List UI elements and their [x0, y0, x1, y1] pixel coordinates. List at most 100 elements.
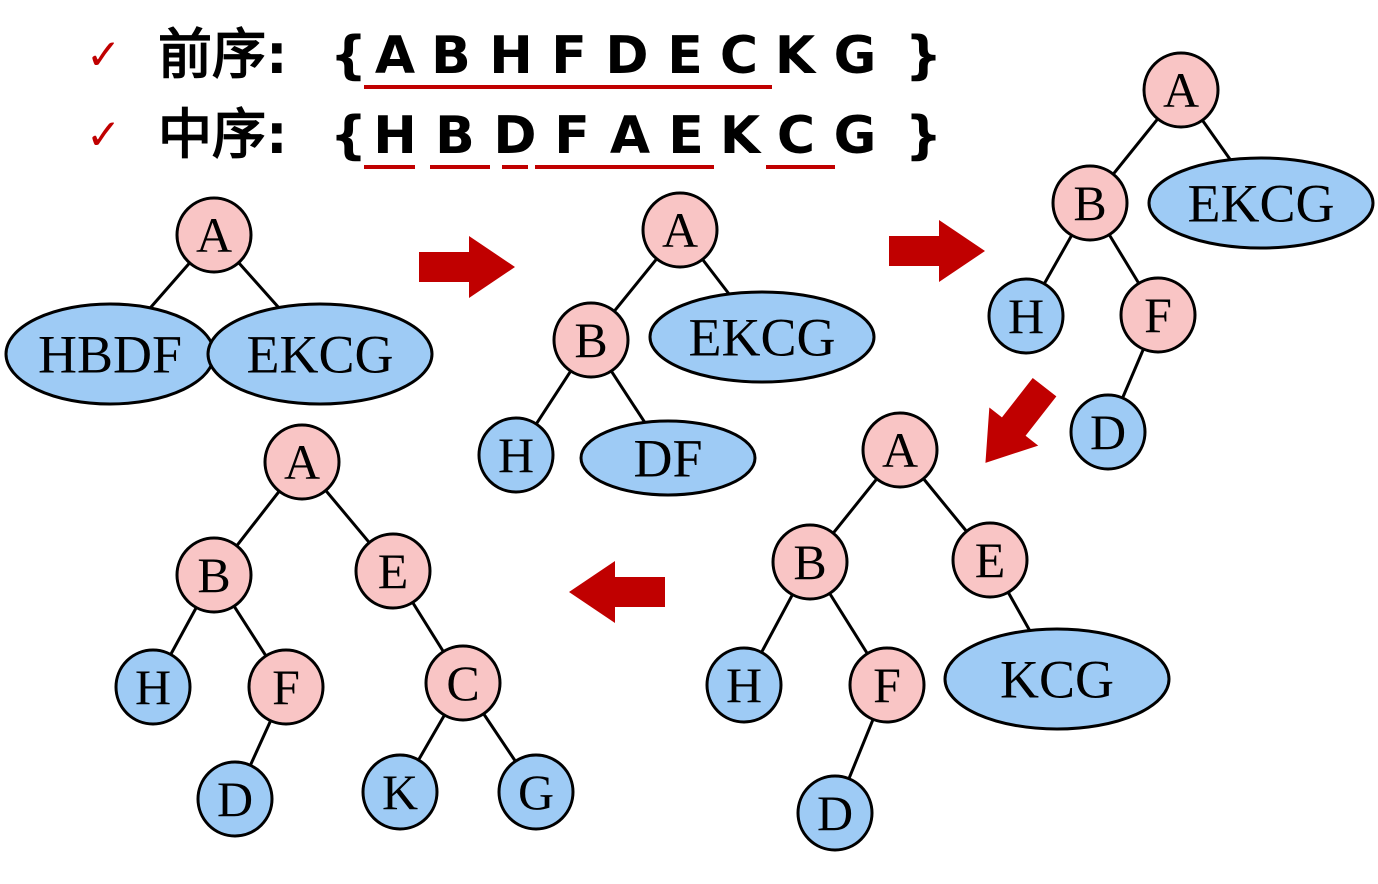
node-label: B [574, 312, 607, 368]
node-label: EKCG [247, 324, 394, 384]
tree-node: A [1142, 51, 1220, 129]
node-label: A [1163, 62, 1199, 118]
tree-node: A [175, 196, 253, 274]
tree-node: K [361, 753, 439, 831]
sequence-letter: B [431, 26, 471, 86]
tree-edge [828, 592, 869, 655]
node-circle [477, 416, 555, 494]
sequence-letter: H [373, 106, 417, 166]
tree-node: D [1069, 393, 1147, 471]
tree-node: F [848, 646, 926, 724]
tree-edge [482, 712, 517, 763]
tree-edge [411, 601, 445, 653]
node-label: D [217, 771, 253, 827]
node-label: F [272, 659, 300, 715]
node-label: F [873, 657, 901, 713]
node-label: EKCG [689, 307, 836, 367]
sequence-letter: B [435, 106, 475, 166]
step-arrows [419, 220, 1057, 623]
traversal-label: 前序: [158, 23, 288, 86]
tree-edge [232, 605, 268, 657]
open-brace: { [330, 106, 367, 166]
node-circle [361, 753, 439, 831]
node-label: E [378, 543, 409, 599]
node-label: A [284, 434, 320, 490]
step-arrow-icon [419, 236, 515, 298]
node-label: B [793, 534, 826, 590]
node-circle [424, 644, 502, 722]
sequence-letter: C [720, 26, 758, 86]
tree-node: E [354, 532, 432, 610]
node-circle [552, 301, 630, 379]
tree-edges [149, 261, 280, 309]
tree-edge [534, 370, 573, 425]
node-circle [1051, 164, 1129, 242]
tree-node: F [247, 648, 325, 726]
traversal-label: 中序: [158, 103, 288, 166]
sequence-letter: A [610, 106, 650, 166]
subtree-node: EKCG [1147, 156, 1375, 250]
tree-edge [613, 257, 658, 313]
tree-node: D [796, 774, 874, 852]
tree-edge [609, 370, 646, 424]
step-arrow-icon [569, 561, 665, 623]
node-label: A [662, 202, 698, 258]
node-circle [114, 648, 192, 726]
tree-node: A [263, 423, 341, 501]
tree-edge [237, 261, 280, 309]
node-label: H [498, 427, 534, 483]
tree-node: H [477, 416, 555, 494]
tree-edge [1042, 234, 1074, 285]
tree-edge [248, 720, 273, 766]
subtree-node: EKCG [648, 290, 876, 384]
tree-node: B [175, 536, 253, 614]
node-circle [705, 646, 783, 724]
subtree-node: EKCG [206, 302, 434, 406]
node-circle [354, 532, 432, 610]
checkmark-icon: ✓ [86, 110, 121, 159]
tree-node: B [771, 523, 849, 601]
node-label: HBDF [38, 324, 182, 384]
tree-node: A [641, 191, 719, 269]
tree-edge [417, 714, 446, 761]
subtree-node: HBDF [4, 302, 216, 406]
subtree-ellipse [206, 302, 434, 406]
node-label: H [135, 659, 171, 715]
tree-node: A [861, 411, 939, 489]
node-circle [771, 523, 849, 601]
node-circle [641, 191, 719, 269]
subtree-ellipse [579, 419, 757, 497]
tree-node: B [552, 301, 630, 379]
tree-edges [1042, 117, 1232, 399]
node-circle [987, 277, 1065, 355]
node-label: G [518, 764, 554, 820]
tree-edge [1112, 117, 1159, 176]
tree-edges [534, 257, 731, 425]
sequence-letter: C [777, 106, 815, 166]
node-circle [247, 648, 325, 726]
sequence-letter: A [375, 26, 415, 86]
subtree-ellipse [1147, 156, 1375, 250]
subtree-node: KCG [943, 627, 1171, 731]
step-arrow-icon [889, 220, 985, 282]
node-label: A [882, 422, 918, 478]
tree-node: G [497, 753, 575, 831]
node-circle [263, 423, 341, 501]
tree-step5: AB E H F C D K G [114, 423, 575, 838]
node-label: K [382, 764, 418, 820]
node-label: H [726, 657, 762, 713]
node-label: D [817, 785, 853, 841]
tree-edge [760, 593, 794, 654]
node-circle [1142, 51, 1220, 129]
tree-node: F [1119, 276, 1197, 354]
node-circle [951, 521, 1029, 599]
node-label: C [446, 655, 479, 711]
close-brace: } [905, 26, 942, 86]
sequence-letter: F [551, 26, 587, 86]
